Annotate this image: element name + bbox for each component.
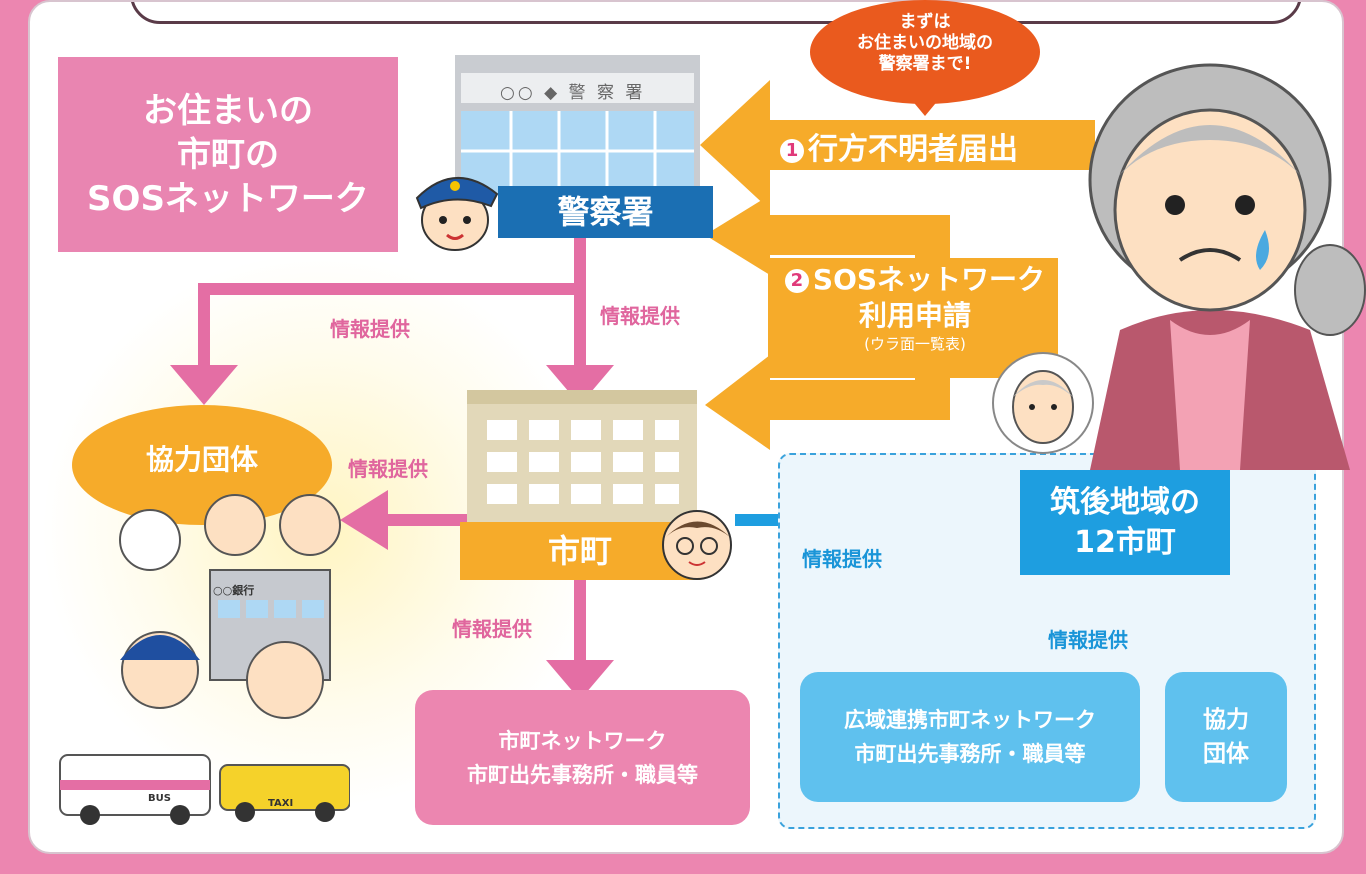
wide-network-line1: 広域連携市町ネットワーク: [844, 708, 1096, 732]
pink-left-head: [170, 365, 238, 405]
pink-center-drop: [574, 283, 586, 368]
step1-text: 行方不明者届出: [808, 132, 1018, 167]
info-label-chikugo-down: 情報提供: [1048, 628, 1128, 652]
police-down-line: [574, 235, 586, 295]
speech-bubble-text: まずは お住まいの地域の 警察署まで!: [857, 12, 993, 74]
step2-arrow: [705, 195, 950, 450]
city-down-line: [574, 580, 586, 665]
step2-note: (ウラ面一覧表): [864, 335, 966, 353]
city-network-line2: 市町出先事務所・職員等: [467, 762, 698, 787]
city-left-line: [385, 514, 475, 526]
cooperating-org-line2: 団体: [1203, 741, 1249, 767]
speech-bubble: [810, 0, 1040, 116]
police-label: 警察署: [498, 186, 713, 238]
city-network-line1: 市町ネットワーク: [498, 728, 667, 753]
step1-number: 1: [780, 138, 804, 163]
pink-left-drop: [198, 283, 210, 368]
step2-number: 2: [784, 269, 809, 293]
chikugo-box: 筑後地域の 12市町: [1020, 470, 1230, 575]
cooperating-people-icon: [59, 494, 350, 825]
chikugo-line2: 12市町: [1074, 524, 1176, 560]
city-hall-building: [467, 390, 697, 525]
page-title: お住まいの 市町の SOSネットワーク: [58, 57, 398, 252]
thought-bubble-icon: [992, 352, 1094, 454]
city-left-head: [340, 490, 388, 550]
city-down-head: [546, 660, 614, 700]
bus-sign: BUS: [148, 793, 171, 804]
info-label-police-city: 情報提供: [600, 304, 680, 328]
police-left-line: [198, 283, 586, 295]
city-staff-icon: [662, 510, 732, 580]
step2-text-line1: SOSネットワーク: [812, 263, 1046, 296]
info-label-city-down: 情報提供: [452, 617, 532, 641]
pink-center-head: [546, 365, 614, 405]
bank-sign: ○○銀行: [213, 584, 255, 597]
cooperating-org-box: 協力 団体: [1165, 672, 1287, 802]
info-label-city-chikugo: 情報提供: [802, 547, 882, 571]
wide-network-box: 広域連携市町ネットワーク 市町出先事務所・職員等: [800, 672, 1140, 802]
police-station-building: [455, 55, 700, 195]
step1-arrow: [700, 80, 1095, 210]
info-label-police-left: 情報提供: [330, 317, 410, 341]
step2-text-line2: 利用申請: [858, 299, 971, 332]
police-sign: ○○ ◆ 警 察 署: [500, 83, 646, 103]
city-label: 市町: [460, 522, 700, 580]
step2-box: [768, 258, 1058, 378]
wide-network-line2: 市町出先事務所・職員等: [854, 742, 1086, 766]
elderly-woman-icon: [1088, 63, 1366, 470]
chikugo-line1: 筑後地域の: [1050, 484, 1200, 520]
info-label-city-left: 情報提供: [348, 457, 428, 481]
cooperating-org-line1: 協力: [1203, 707, 1249, 733]
city-network-box: 市町ネットワーク 市町出先事務所・職員等: [415, 690, 750, 825]
taxi-sign: TAXI: [268, 798, 294, 809]
police-officer-icon: [415, 177, 499, 251]
